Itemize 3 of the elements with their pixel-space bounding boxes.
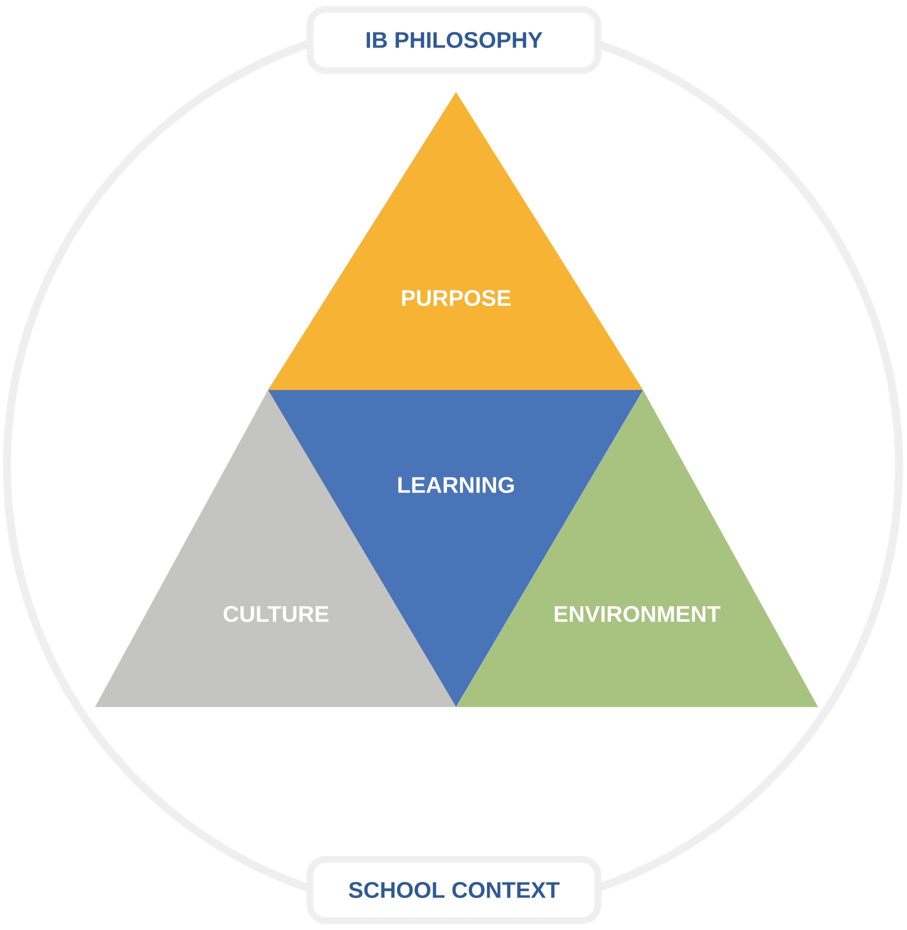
- label-box: IB PHILOSOPHY: [306, 6, 602, 74]
- label-box: SCHOOL CONTEXT: [306, 856, 602, 924]
- segment-triangle: PURPOSE: [268, 92, 643, 390]
